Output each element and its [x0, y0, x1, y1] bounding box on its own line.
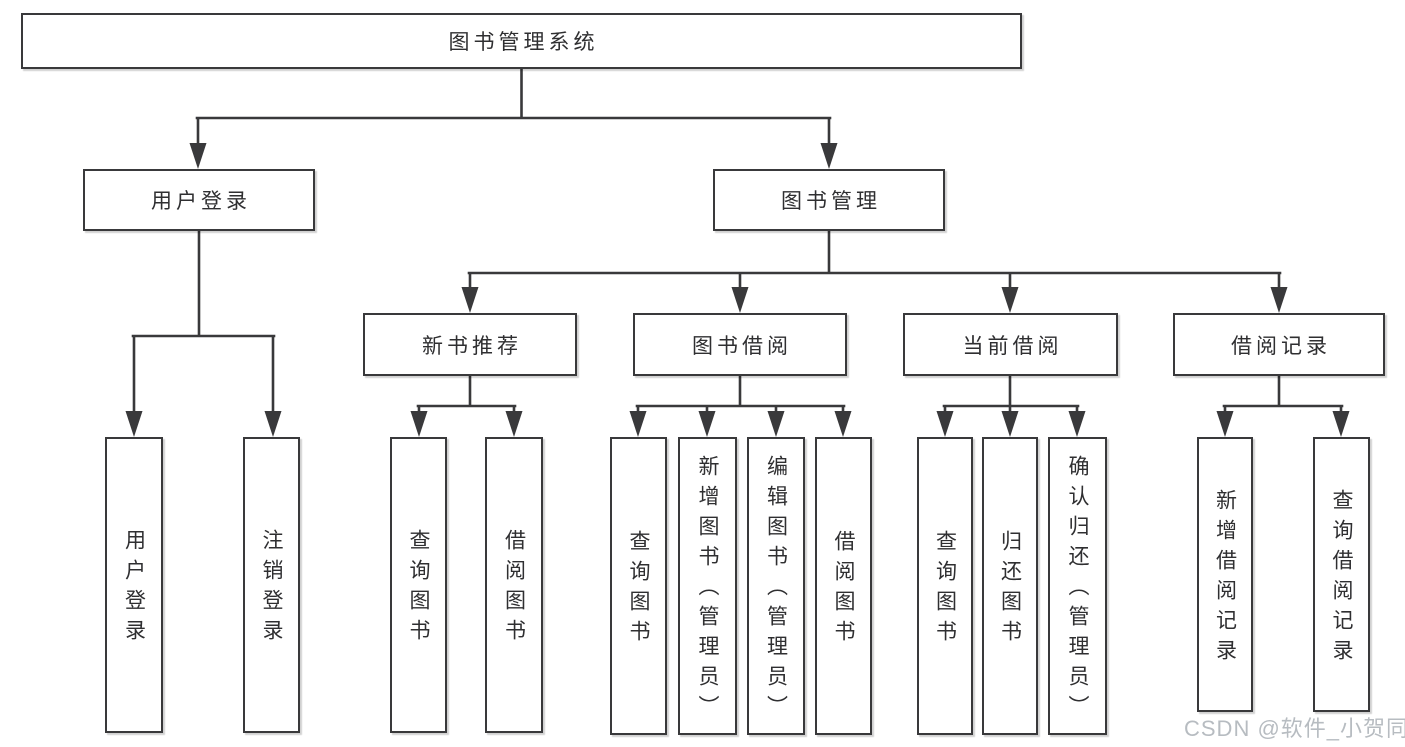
arrowhead: [767, 411, 785, 437]
leaf-user-login: 用户登录: [105, 437, 163, 733]
node-user-login: 用户登录: [83, 169, 315, 231]
leaf-label: 借阅图书: [832, 530, 855, 650]
node-new-book-recommend: 新书推荐: [363, 313, 577, 376]
arrowhead: [410, 411, 428, 437]
node-label: 图书管理: [781, 190, 881, 213]
leaf-add-book-admin: 新增图书（管理员）: [678, 437, 737, 735]
watermark-text: CSDN @软件_小贺同学: [1184, 716, 1405, 741]
leaf-edit-book-admin: 编辑图书（管理员）: [747, 437, 805, 735]
arrowheads: [125, 143, 1350, 437]
connector-records-to-leaves: [1222, 374, 1344, 415]
connector-current-to-leaves: [942, 374, 1080, 415]
node-label: 图书管理系统: [448, 31, 599, 54]
arrowhead: [834, 411, 852, 437]
node-label: 新书推荐: [422, 334, 522, 358]
arrowhead: [1332, 411, 1350, 437]
leaf-logout: 注销登录: [243, 437, 300, 733]
arrowhead: [1216, 411, 1234, 437]
leaf-borrow-books-recommend: 借阅图书: [485, 437, 543, 733]
node-book-management: 图书管理: [713, 169, 945, 231]
node-label: 当前借阅: [962, 334, 1063, 358]
leaf-query-borrow-record: 查询借阅记录: [1313, 437, 1370, 712]
connector-root-to-level2: [195, 67, 832, 147]
leaf-label: 注销登录: [260, 529, 283, 649]
arrowhead: [1068, 411, 1086, 437]
arrowhead: [698, 411, 716, 437]
arrowhead: [461, 287, 479, 313]
leaf-borrow-books: 借阅图书: [815, 437, 872, 735]
leaf-label: 确认归还（管理员）: [1066, 455, 1089, 725]
leaf-add-borrow-record: 新增借阅记录: [1197, 437, 1253, 712]
node-label: 借阅记录: [1231, 334, 1331, 358]
node-book-system: 图书管理系统: [21, 13, 1022, 69]
arrowhead: [1001, 287, 1019, 313]
leaf-confirm-return-admin: 确认归还（管理员）: [1048, 437, 1107, 735]
leaf-label: 新增借阅记录: [1213, 488, 1237, 669]
node-borrow-records: 借阅记录: [1173, 313, 1385, 376]
leaf-label: 查询图书: [627, 530, 650, 650]
leaf-label: 新增图书（管理员）: [696, 455, 719, 725]
arrowhead: [1270, 287, 1288, 313]
leaf-return-book: 归还图书: [982, 437, 1038, 735]
node-label: 用户登录: [151, 190, 251, 213]
arrowhead: [264, 411, 282, 437]
arrowhead: [936, 411, 954, 437]
leaf-label: 查询图书: [933, 530, 957, 650]
leaf-label: 用户登录: [122, 529, 146, 649]
node-label: 图书借阅: [692, 334, 792, 358]
leaf-query-books-borrow: 查询图书: [610, 437, 667, 735]
leaf-label: 借阅图书: [502, 529, 526, 649]
arrowhead: [1001, 411, 1019, 437]
leaf-query-books-recommend: 查询图书: [390, 437, 447, 733]
arrowhead: [189, 143, 207, 169]
leaf-label: 查询借阅记录: [1330, 488, 1353, 669]
leaf-label: 编辑图书（管理员）: [764, 455, 788, 725]
connector-userlogin-to-leaves: [131, 229, 276, 415]
arrowhead: [125, 411, 143, 437]
arrowhead: [820, 143, 838, 169]
connector-bookmgmt-to-level3: [467, 229, 1282, 291]
node-current-borrow: 当前借阅: [903, 313, 1118, 376]
leaf-label: 查询图书: [407, 529, 430, 649]
node-book-borrow: 图书借阅: [633, 313, 847, 376]
leaf-query-books-current: 查询图书: [917, 437, 973, 735]
arrowhead: [505, 411, 523, 437]
arrowhead: [629, 411, 647, 437]
connector-newbook-to-leaves: [416, 374, 517, 415]
arrowhead: [731, 287, 749, 313]
leaf-label: 归还图书: [998, 530, 1022, 650]
connector-borrow-to-leaves: [635, 374, 846, 415]
